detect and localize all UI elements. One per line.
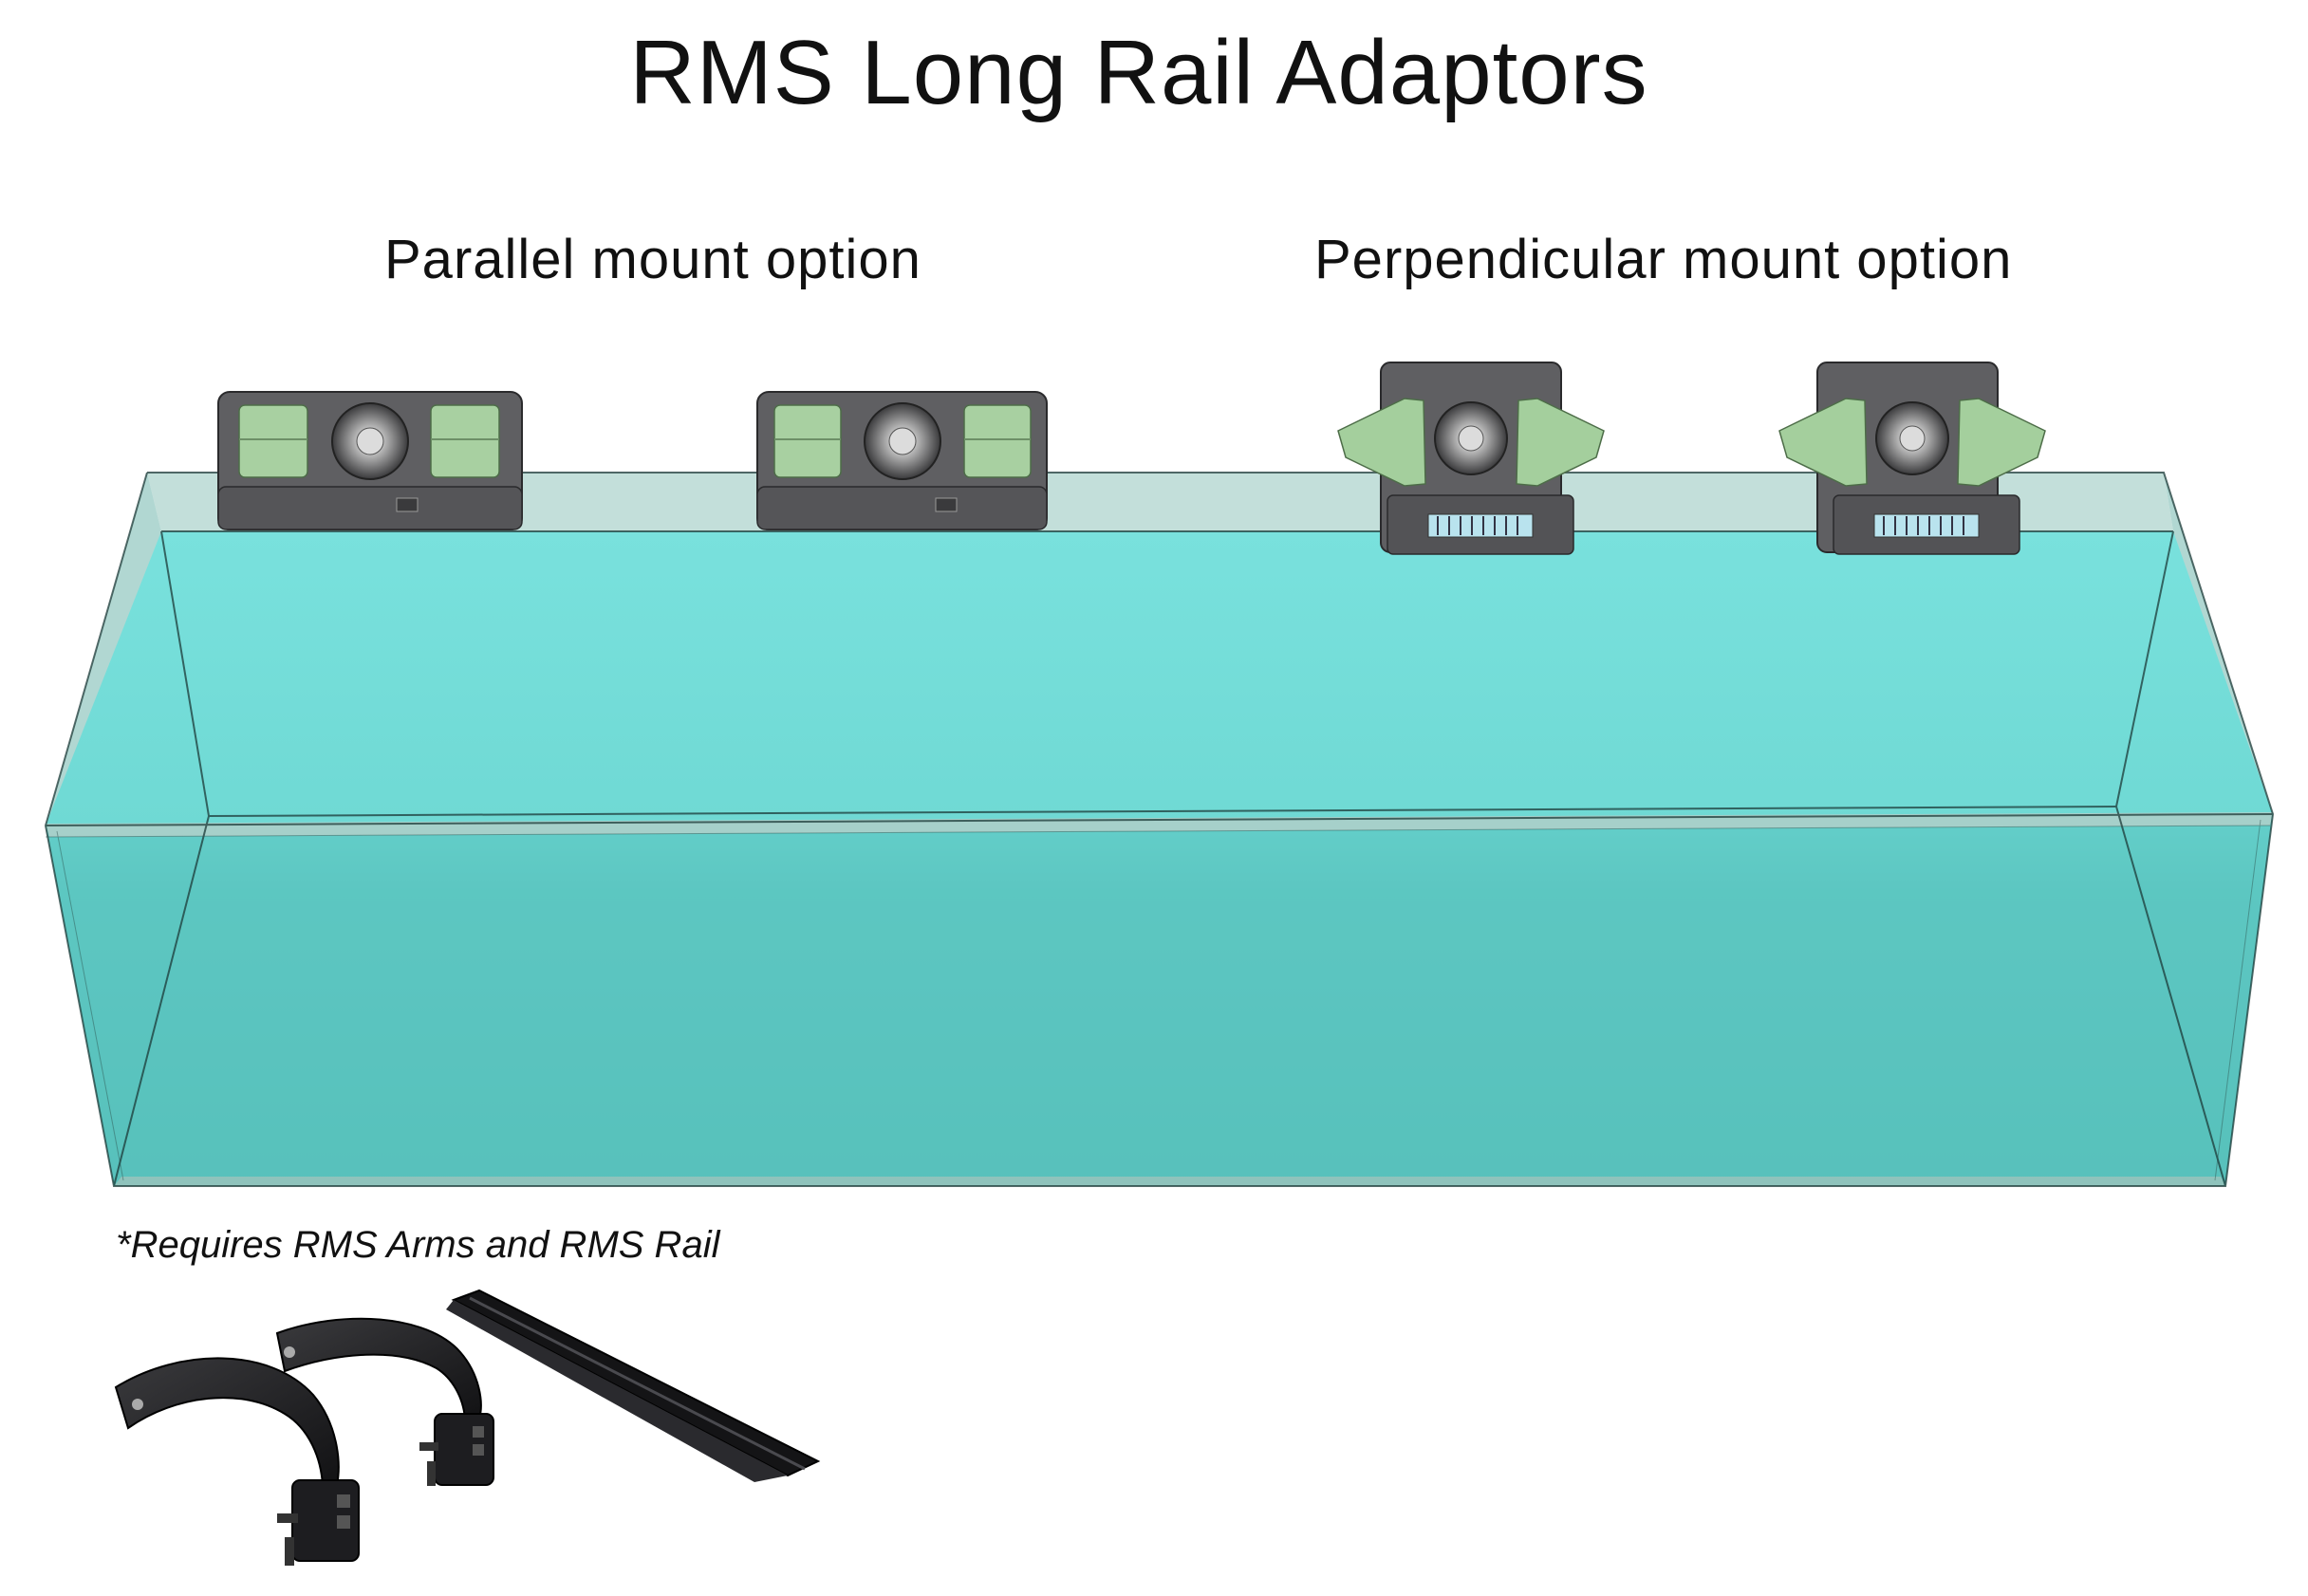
parallel-light-1: [217, 391, 523, 530]
aquarium-tank: [44, 472, 2275, 1187]
parallel-mount-label: Parallel mount option: [384, 229, 921, 290]
parallel-light-2: [756, 391, 1048, 530]
perpendicular-mount-label: Perpendicular mount option: [1314, 229, 2013, 290]
requirements-note: *Requires RMS Arms and RMS Rail: [116, 1224, 720, 1266]
rms-arm-2: [275, 1317, 494, 1486]
page-title: RMS Long Rail Adaptors: [629, 22, 1648, 123]
rms-arm-1: [114, 1357, 360, 1566]
perpendicular-light-2: [1778, 362, 2046, 555]
rms-rail: [446, 1289, 821, 1482]
perpendicular-light-1: [1337, 362, 1605, 555]
